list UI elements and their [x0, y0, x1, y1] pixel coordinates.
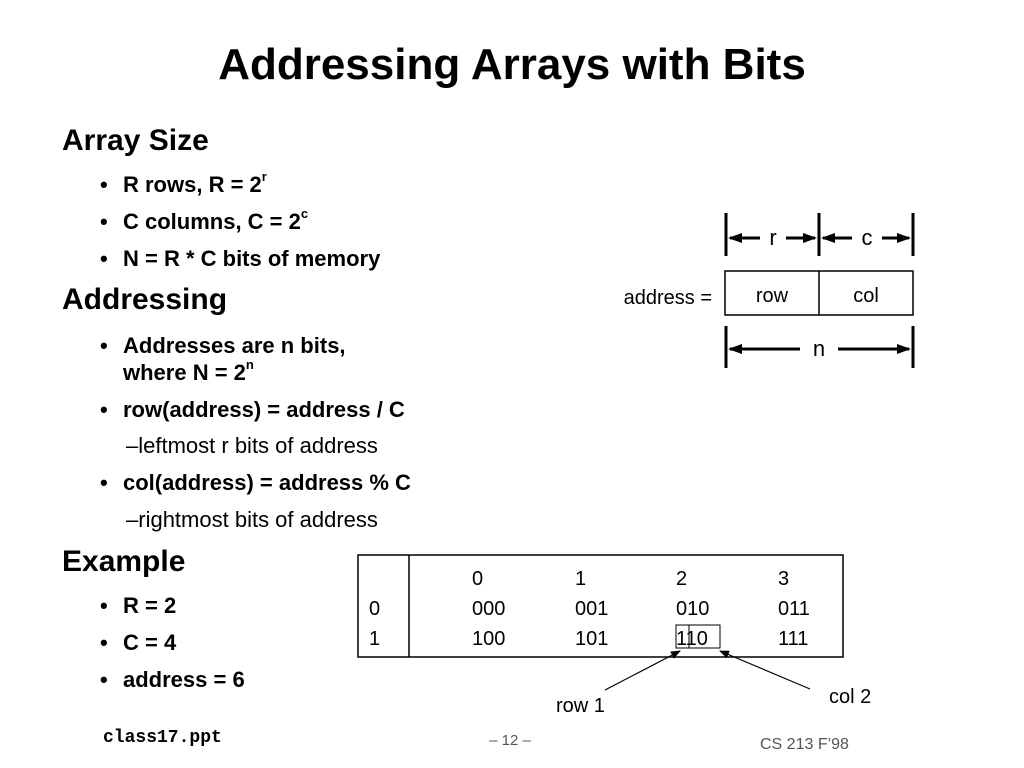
- bullet-dot: •: [100, 397, 108, 422]
- bullet-dot: •: [100, 333, 108, 358]
- n-dimension: [724, 326, 915, 368]
- row-field: row: [756, 285, 789, 307]
- bullet-rows-text: R rows, R = 2: [123, 172, 262, 197]
- table-cell: 001: [575, 598, 608, 620]
- footer-page-number: – 12 –: [489, 732, 531, 749]
- bullet-dot: •: [100, 593, 108, 618]
- bullet-col-formula-text: col(address) = address % C: [123, 470, 411, 495]
- bullet-dot: •: [100, 630, 108, 655]
- sub-row-formula-text: leftmost r bits of address: [138, 433, 378, 458]
- dash: –: [126, 507, 139, 532]
- bullet-dot: •: [100, 172, 108, 197]
- table-row-label: 0: [369, 598, 380, 620]
- sub-row-formula: –leftmost r bits of address: [126, 433, 378, 459]
- bullet-columns-exponent: c: [300, 206, 309, 221]
- bullet-dot: •: [100, 246, 108, 271]
- col-callout: col 2: [829, 686, 871, 708]
- table-cell: 100: [472, 628, 505, 650]
- slide-title: Addressing Arrays with Bits: [218, 40, 806, 89]
- bullet-columns-text: C columns, C = 2: [123, 209, 301, 234]
- bullet-r-value-text: R = 2: [123, 593, 177, 618]
- bullet-dot: •: [100, 209, 108, 234]
- bullet-n-bits-line2: where N = 2: [123, 360, 246, 385]
- heading-example: Example: [62, 545, 186, 578]
- bullet-c-value-text: C = 4: [123, 630, 177, 655]
- bullet-dot: •: [100, 470, 108, 495]
- address-label: address =: [624, 287, 712, 309]
- table-col-header: 0: [472, 568, 483, 590]
- table-cell: 111: [778, 628, 808, 650]
- sub-col-formula-text: rightmost bits of address: [138, 507, 378, 532]
- bit-width-dimension: [724, 213, 915, 256]
- bullet-n-bits-exponent: n: [245, 357, 254, 372]
- table-cell: 110: [676, 628, 708, 650]
- row-callout: row 1: [556, 695, 605, 717]
- table-cell: 101: [575, 628, 608, 650]
- table-col-header: 2: [676, 568, 687, 590]
- c-label: c: [862, 225, 873, 250]
- heading-addressing: Addressing: [62, 283, 228, 316]
- col-field: col: [853, 285, 879, 307]
- table-row-label: 1: [369, 628, 380, 650]
- table-cell: 000: [472, 598, 505, 620]
- col-bits-highlight: [688, 624, 721, 649]
- footer-filename: class17.ppt: [103, 728, 222, 748]
- bullet-row-formula-text: row(address) = address / C: [123, 397, 405, 422]
- col-callout-arrow: [719, 650, 811, 690]
- sub-col-formula: –rightmost bits of address: [126, 507, 378, 533]
- table-col-header: 1: [575, 568, 586, 590]
- row-callout-arrow: [604, 650, 681, 691]
- footer-course: CS 213 F’98: [760, 736, 849, 753]
- bullet-memory-text: N = R * C bits of memory: [123, 246, 381, 271]
- heading-array-size: Array Size: [62, 124, 209, 157]
- table-cell: 010: [676, 598, 709, 620]
- bullet-dot: •: [100, 667, 108, 692]
- bullet-address-value-text: address = 6: [123, 667, 245, 692]
- table-col-header: 3: [778, 568, 789, 590]
- bit-table-border: [357, 554, 844, 658]
- dash: –: [126, 433, 139, 458]
- r-label: r: [769, 225, 776, 250]
- n-label: n: [813, 336, 825, 361]
- bullet-rows-exponent: r: [261, 169, 267, 184]
- table-cell: 011: [778, 598, 810, 620]
- bullet-n-bits-line1: Addresses are n bits,: [123, 333, 346, 358]
